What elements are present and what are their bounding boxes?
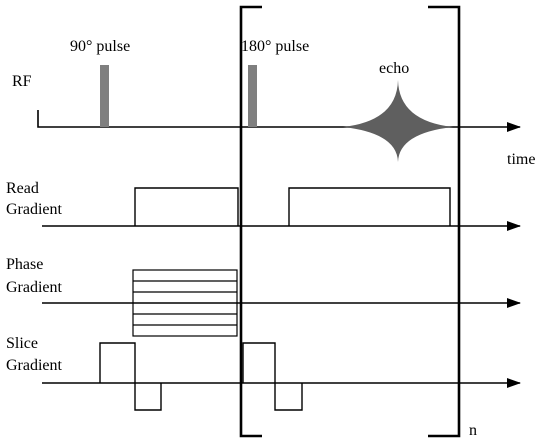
read-dephase-lobe — [134, 187, 239, 226]
repeat-bracket-right — [428, 5, 461, 438]
phase-encoding-table — [132, 269, 238, 337]
slice-gradient-label-line1: Slice — [6, 335, 38, 352]
echo-signal — [343, 80, 453, 162]
slice-select-180-lobe — [242, 342, 303, 411]
repeat-bracket-left — [239, 5, 262, 438]
read-gradient-label-line2: Gradient — [6, 201, 63, 218]
echo-label: echo — [379, 60, 409, 77]
rf-label: RF — [12, 73, 32, 90]
rf-time-axis — [37, 110, 521, 132]
phase-gradient-label-line1: Phase — [6, 256, 43, 273]
pulse-90-bar — [100, 65, 109, 127]
pulse-90-label: 90° pulse — [70, 38, 130, 55]
pulse-180-label: 180° pulse — [241, 38, 309, 55]
slice-gradient-label-line2: Gradient — [6, 357, 63, 374]
read-readout-lobe — [288, 187, 451, 226]
repeat-count-label: n — [469, 422, 477, 439]
read-gradient-label-line1: Read — [6, 180, 39, 197]
phase-gradient-label-line2: Gradient — [6, 279, 63, 296]
time-label: time — [507, 151, 535, 168]
pulse-180-bar — [248, 65, 257, 127]
slice-select-90-lobe — [99, 342, 162, 411]
